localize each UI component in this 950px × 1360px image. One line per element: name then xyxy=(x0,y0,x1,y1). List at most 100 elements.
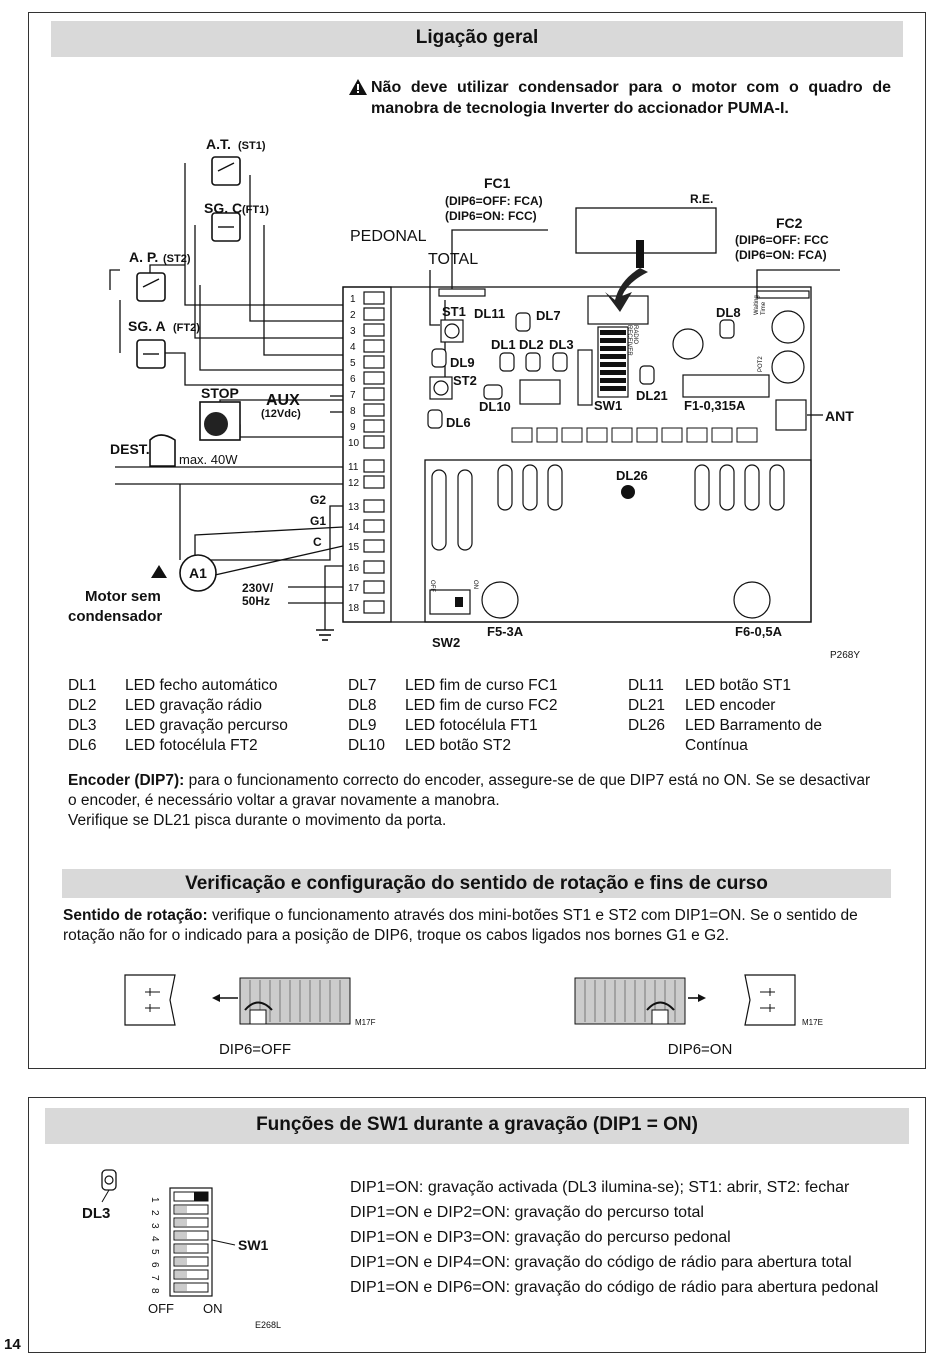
sw1-function-line: DIP1=ON e DIP4=ON: gravação do código de… xyxy=(350,1253,852,1273)
sw1-function-text: : gravação activada (DL3 ilumina-se); ST… xyxy=(418,1179,850,1196)
label-sw2: SW2 xyxy=(432,635,460,650)
sw1-figure: DL3 1 2 3 4 5 6 7 8 SW1 OFF ON E268L xyxy=(82,1169,281,1330)
sw1-function-line: DIP1=ON e DIP2=ON: gravação do percurso … xyxy=(350,1203,704,1223)
led-desc: Contínua xyxy=(685,737,748,754)
label-ft1: (FT1) xyxy=(242,204,269,216)
sw1-function-line: DIP1=ON e DIP3=ON: gravação do percurso … xyxy=(350,1228,731,1248)
led-code: DL9 xyxy=(348,717,377,734)
terminal-number: 13 xyxy=(348,502,360,513)
label-dl2: DL2 xyxy=(519,337,544,352)
label-dl8: DL8 xyxy=(716,305,741,320)
encoder-line-2: o encoder, é necessário voltar a gravar … xyxy=(68,792,500,809)
dip6-on-label: DIP6=ON xyxy=(667,1041,733,1058)
label-230v: 230V/ xyxy=(242,581,274,595)
label-fc1-a: (DIP6=OFF: FCA) xyxy=(445,194,543,208)
label-g1: G1 xyxy=(310,514,326,528)
terminal-number: 2 xyxy=(350,310,356,321)
label-dl9: DL9 xyxy=(450,355,475,370)
led-desc: LED fotocélula FT1 xyxy=(405,717,538,734)
terminal-number: 7 xyxy=(350,390,356,401)
sw1-function-text: : gravação do percurso total xyxy=(505,1204,704,1221)
terminal-number: 3 xyxy=(350,326,356,337)
label-fc2: FC2 xyxy=(776,215,803,231)
terminal-number: 12 xyxy=(348,478,360,489)
figure-code-e268l: E268L xyxy=(255,1320,281,1330)
label-receiver: RECEIVER xyxy=(626,325,632,356)
dip-number: 3 xyxy=(149,1223,160,1229)
label-dl7: DL7 xyxy=(536,308,561,323)
encoder-label: Encoder (DIP7): xyxy=(68,772,185,789)
label-dl3: DL3 xyxy=(549,337,574,352)
label-pot2: POT2 xyxy=(758,356,764,372)
led-desc: LED fim de curso FC2 xyxy=(405,697,558,714)
rotation-label: Sentido de rotação: xyxy=(63,907,208,924)
sw1-function-text: : gravação do código de rádio para abert… xyxy=(505,1254,852,1271)
led-desc: LED botão ST2 xyxy=(405,737,511,754)
led-code: DL2 xyxy=(68,697,97,714)
label-dl10: DL10 xyxy=(479,399,511,414)
sw1-function-text: : gravação do percurso pedonal xyxy=(505,1229,731,1246)
terminal-number: 14 xyxy=(348,522,360,533)
label-ant: ANT xyxy=(825,408,854,424)
led-code: DL3 xyxy=(68,717,97,734)
dip-number: 4 xyxy=(149,1236,160,1242)
label-st1-btn: ST1 xyxy=(442,304,466,319)
sw1-function-key: DIP1=ON e DIP2=ON xyxy=(350,1204,506,1221)
sw1-label: SW1 xyxy=(238,1237,269,1253)
dip-number: 8 xyxy=(149,1288,160,1294)
dip-number: 7 xyxy=(149,1275,160,1281)
sw1-function-line: DIP1=ON e DIP6=ON: gravação do código de… xyxy=(350,1278,878,1298)
encoder-line-3: Verifique se DL21 pisca durante o movime… xyxy=(68,812,447,829)
label-st2-btn: ST2 xyxy=(453,373,477,388)
label-stop: STOP xyxy=(201,385,239,401)
section-title-ligacao: Ligação geral xyxy=(51,21,903,57)
led-desc: LED fecho automático xyxy=(125,677,278,694)
led-code: DL1 xyxy=(68,677,97,694)
dip-number: 1 xyxy=(149,1197,160,1203)
label-dl1: DL1 xyxy=(491,337,516,352)
rotation-line-1: verifique o funcionamento através dos mi… xyxy=(207,907,858,924)
label-fc1-b: (DIP6=ON: FCC) xyxy=(445,209,537,223)
rotation-figure-on: M17E xyxy=(574,974,823,1027)
led-desc: LED fim de curso FC1 xyxy=(405,677,558,694)
dip-number: 5 xyxy=(149,1249,160,1255)
label-st1: (ST1) xyxy=(238,140,266,152)
terminal-number: 9 xyxy=(350,422,356,433)
label-sw2-on: ON xyxy=(472,580,478,589)
led-code: DL10 xyxy=(348,737,386,754)
on-label: ON xyxy=(203,1301,223,1316)
led-code: DL21 xyxy=(628,697,666,714)
label-diagram-code: P268Y xyxy=(830,650,860,660)
label-st2: (ST2) xyxy=(163,253,191,265)
label-max: max. 40W xyxy=(179,452,238,467)
encoder-paragraph: Encoder (DIP7): para o funcionamento cor… xyxy=(68,771,898,831)
label-dest: DEST. xyxy=(110,441,150,457)
label-50hz: 50Hz xyxy=(242,594,270,608)
terminal-number: 6 xyxy=(350,374,356,385)
label-at: A.T. xyxy=(206,136,231,152)
terminal-number: 18 xyxy=(348,603,360,614)
sw1-function-key: DIP1=ON e DIP3=ON xyxy=(350,1229,506,1246)
sw1-function-key: DIP1=ON xyxy=(350,1179,419,1196)
led-desc: LED botão ST1 xyxy=(685,677,791,694)
led-code: DL11 xyxy=(628,677,664,694)
terminal-number: 17 xyxy=(348,583,360,594)
rotation-line-2: rotação não for o indicado para a posiçã… xyxy=(63,927,730,944)
led-code: DL8 xyxy=(348,697,377,714)
page-number: 14 xyxy=(4,1336,21,1353)
label-time: Time xyxy=(761,301,767,315)
label-radio: RADIO xyxy=(632,325,638,344)
led-desc: LED fotocélula FT2 xyxy=(125,737,258,754)
section-title-rotacao: Verificação e configuração do sentido de… xyxy=(62,869,891,898)
label-aux: AUX xyxy=(266,392,300,409)
terminal-number: 16 xyxy=(348,563,360,574)
label-c: C xyxy=(313,535,322,549)
encoder-line-1: para o funcionamento correcto do encoder… xyxy=(184,772,871,789)
label-f5: F5-3A xyxy=(487,624,524,639)
led-desc: LED encoder xyxy=(685,697,776,714)
label-g2: G2 xyxy=(310,493,326,507)
label-dl11: DL11 xyxy=(474,306,505,321)
figure-code-m17f: M17F xyxy=(355,1018,376,1027)
